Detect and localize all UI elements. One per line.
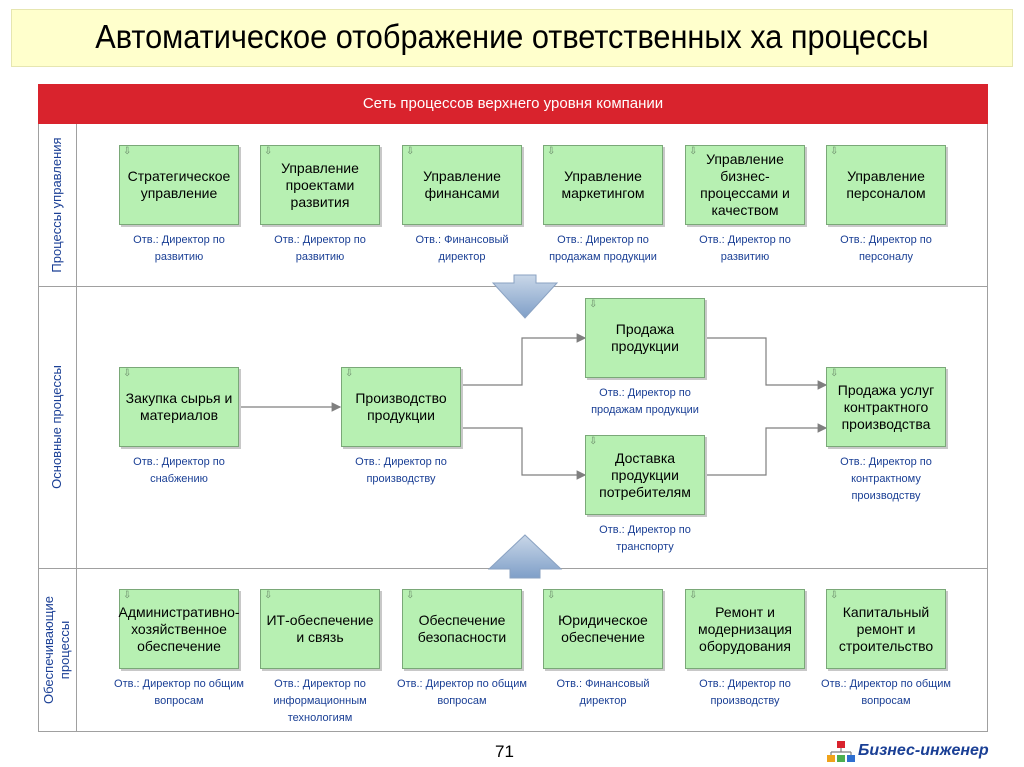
process-responsible: Отв.: Финансовый директор	[415, 234, 509, 263]
process-name: Управление персоналом	[846, 168, 926, 201]
process-box[interactable]: ⇩Юридическое обеспечение	[543, 589, 663, 669]
process-box[interactable]: ⇩ Закупка сырья и материалов	[119, 367, 239, 447]
process-name: Обеспечение безопасности	[417, 612, 507, 645]
process-marker-icon: ⇩	[406, 590, 415, 601]
process-box[interactable]: ⇩ Управление персоналом	[826, 145, 946, 225]
diagram-header: Сеть процессов верхнего уровня компании	[38, 84, 988, 124]
process-responsible: Отв.: Директор по развитию	[274, 234, 366, 263]
title-bar: Автоматическое отображение ответственных…	[11, 9, 1013, 67]
process-name: Управление финансами	[423, 168, 501, 201]
process-marker-icon: ⇩	[689, 146, 698, 157]
process-marker-icon: ⇩	[830, 368, 839, 379]
process-responsible: Отв.: Директор по продажам продукции	[591, 387, 699, 416]
process-marker-icon: ⇩	[589, 436, 598, 447]
process-responsible: Отв.: Директор по общим вопросам	[821, 678, 951, 707]
process-name: Продажа продукции	[611, 321, 679, 354]
process-responsible: Отв.: Директор по информационным техноло…	[273, 678, 367, 724]
process-marker-icon: ⇩	[123, 590, 132, 601]
process-marker-icon: ⇩	[547, 146, 556, 157]
process-box[interactable]: ⇩ Продажа услуг контрактного производства	[826, 367, 946, 447]
process-marker-icon: ⇩	[345, 368, 354, 379]
process-responsible: Отв.: Финансовый директор	[556, 678, 650, 707]
process-box[interactable]: ⇩Производство продукции	[341, 367, 461, 447]
process-name: Юридическое обеспечение	[558, 612, 648, 645]
process-box[interactable]: ⇩ Ремонт и модернизация оборудования	[685, 589, 805, 669]
process-name: Управление маркетингом	[561, 168, 645, 201]
process-name: ИТ-обеспечение и связь	[266, 612, 374, 645]
process-marker-icon: ⇩	[830, 146, 839, 157]
arrow-delivery-to-contract	[706, 423, 828, 476]
page-title: Автоматическое отображение ответственных…	[95, 18, 929, 55]
process-box[interactable]: ⇩ Стратегическое управление	[119, 145, 239, 225]
process-responsible: Отв.: Директор по производству	[699, 678, 791, 707]
process-box[interactable]: ⇩ ИТ-обеспечение и связь	[260, 589, 380, 669]
process-responsible: Отв.: Директор по развитию	[699, 234, 791, 263]
process-box[interactable]: ⇩ Управление финансами	[402, 145, 522, 225]
process-name: Закупка сырья и материалов	[125, 390, 233, 423]
page-number: 71	[495, 742, 514, 761]
process-box[interactable]: ⇩Управление бизнес-процессами и качество…	[685, 145, 805, 225]
process-responsible: Отв.: Директор по развитию	[133, 234, 225, 263]
process-marker-icon: ⇩	[123, 368, 132, 379]
process-name: Стратегическое управление	[127, 168, 231, 201]
process-responsible: Отв.: Директор по продажам продукции	[549, 234, 657, 263]
process-name: Управление бизнес-процессами и качеством	[700, 151, 790, 218]
process-responsible: Отв.: Директор по транспорту	[599, 524, 691, 553]
process-responsible: Отв.: Директор по общим вопросам	[397, 678, 527, 707]
process-name: Административно-хозяйственное обеспечени…	[118, 603, 240, 654]
block-arrow-down	[491, 274, 559, 319]
logo-text: Бизнес-инженер	[858, 742, 989, 759]
process-box[interactable]: ⇩ Капитальный ремонт и строительство	[826, 589, 946, 669]
process-name: Капитальный ремонт и строительство	[838, 603, 934, 654]
process-responsible: Отв.: Директор по общим вопросам	[114, 678, 244, 707]
arrow-production-to-sales	[462, 333, 587, 386]
process-marker-icon: ⇩	[689, 590, 698, 601]
process-name: Ремонт и модернизация оборудования	[697, 603, 793, 654]
process-name: Управление проектами развития	[281, 159, 359, 210]
process-responsible: Отв.: Директор по снабжению	[133, 456, 225, 485]
process-box[interactable]: ⇩Обеспечение безопасности	[402, 589, 522, 669]
process-box[interactable]: ⇩Доставка продукции потребителям	[585, 435, 705, 515]
process-marker-icon: ⇩	[264, 146, 273, 157]
process-name: Продажа услуг контрактного производства	[837, 381, 935, 432]
arrow-sales-to-contract	[706, 337, 828, 390]
process-box[interactable]: ⇩ Продажа продукции	[585, 298, 705, 378]
process-box[interactable]: ⇩ Административно-хозяйственное обеспечен…	[118, 589, 240, 669]
process-responsible: Отв.: Директор по производству	[355, 456, 447, 485]
process-marker-icon: ⇩	[123, 146, 132, 157]
process-responsible: Отв.: Директор по персоналу	[840, 234, 932, 263]
lane-label-column	[38, 124, 77, 732]
process-box[interactable]: ⇩ Управление проектами развития	[260, 145, 380, 225]
process-marker-icon: ⇩	[406, 146, 415, 157]
process-marker-icon: ⇩	[830, 590, 839, 601]
block-arrow-up	[487, 534, 563, 579]
process-name: Производство продукции	[355, 390, 447, 423]
process-responsible: Отв.: Директор по контрактному производс…	[840, 456, 932, 502]
process-name: Доставка продукции потребителям	[599, 449, 691, 500]
process-marker-icon: ⇩	[264, 590, 273, 601]
logo-icon	[827, 741, 855, 762]
process-box[interactable]: ⇩ Управление маркетингом	[543, 145, 663, 225]
arrow-production-to-delivery	[462, 427, 587, 480]
process-marker-icon: ⇩	[589, 299, 598, 310]
process-marker-icon: ⇩	[547, 590, 556, 601]
